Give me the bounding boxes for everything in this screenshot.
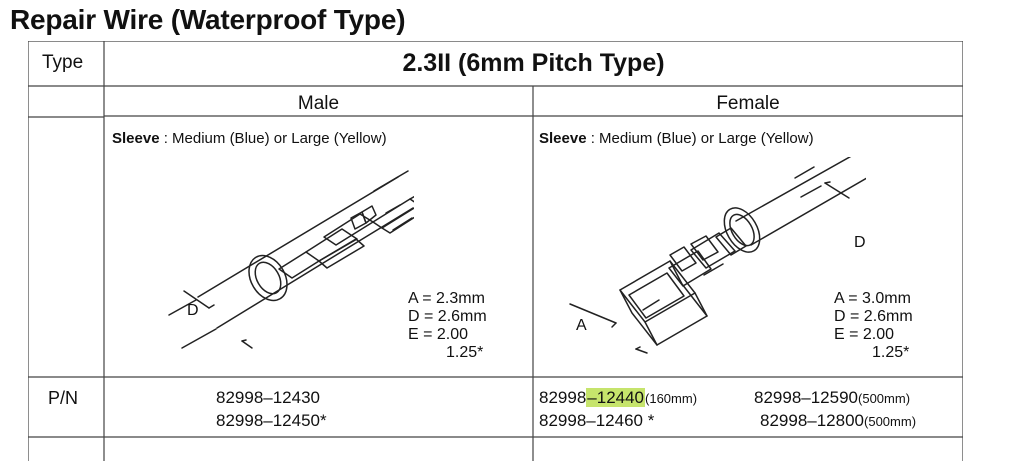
male-bottom-arrow-leader: [241, 340, 253, 349]
female-upper-wire-detail: [794, 166, 815, 179]
male-barrel-body: [305, 228, 358, 262]
female-bottom-arrow-head: [635, 346, 641, 350]
female-part-number-4: 82998–12800(500mm): [760, 411, 916, 431]
female-wire-outline-top: [735, 157, 852, 222]
female-bottom-arrow-leader: [635, 348, 648, 354]
male-d-dimension-leader: [183, 290, 210, 309]
female-sleeve-key: Sleeve: [539, 130, 587, 147]
female-part-number-3: 82998–12590(500mm): [754, 388, 910, 408]
male-sleeve-text: : Medium (Blue) or Large (Yellow): [159, 130, 387, 147]
male-spec-d: D = 2.6mm: [408, 308, 487, 325]
female-lower-wire-detail: [800, 185, 822, 198]
female-callout-d: D: [854, 234, 866, 251]
female-seal-ring-inner: [729, 213, 755, 247]
female-part-number-3-length: (500mm): [858, 391, 911, 406]
female-box-right-edge: [669, 260, 708, 317]
female-part-number-3-main: 82998–12590: [754, 388, 859, 407]
female-box-front-detail: [642, 299, 660, 311]
female-box-side-detail: [703, 263, 724, 276]
male-pin-lower-face: [381, 216, 414, 234]
male-sleeve-key: Sleeve: [112, 130, 160, 147]
male-upper-lead-line: [373, 170, 409, 192]
male-crimp-tab-right: [361, 205, 377, 224]
female-sleeve-note: Sleeve : Medium (Blue) or Large (Yellow): [539, 130, 814, 147]
female-column-heading: Female: [716, 93, 780, 114]
male-crimp-tab-left: [350, 211, 367, 230]
male-part-number-1: 82998–12430: [216, 388, 321, 407]
male-wire-outline-bottom: [216, 207, 414, 329]
table-grid: [28, 41, 963, 461]
male-spec-e-alt: 1.25*: [446, 344, 484, 361]
female-spec-d: D = 2.6mm: [834, 308, 913, 325]
female-seal-ring-outer: [723, 207, 761, 253]
male-crimp-bottom: [318, 238, 365, 269]
section-title: 2.3II (6mm Pitch Type): [402, 49, 665, 77]
female-spec-e: E = 2.00: [834, 326, 895, 343]
male-pin-detail: [385, 204, 401, 214]
female-box-lower: [644, 292, 708, 346]
male-wire-outline-top: [197, 176, 399, 298]
male-bottom-arrow-head: [241, 339, 247, 342]
female-spec-a: A = 3.0mm: [834, 290, 911, 307]
male-sleeve-note: Sleeve : Medium (Blue) or Large (Yellow): [112, 130, 387, 147]
female-wire-outline-bottom: [750, 177, 866, 246]
male-callout-d: D: [187, 302, 199, 319]
male-pin-tip-top: [409, 195, 414, 200]
male-crimp-top: [323, 213, 374, 246]
female-spec-list: A = 3.0mm D = 2.6mm E = 2.00 1.25*: [834, 290, 913, 362]
male-part-number-2: 82998–12450*: [216, 411, 327, 430]
female-part-number-1-highlight: –12440: [586, 388, 646, 407]
female-part-number-2: 82998–12460 *: [539, 411, 655, 430]
male-spec-e: E = 2.00: [408, 326, 469, 343]
female-crimp-lower: [668, 250, 712, 287]
female-spec-e-alt: 1.25*: [872, 344, 910, 361]
female-crimp-section: [690, 232, 736, 269]
female-a-dimension-leader: [569, 303, 617, 324]
male-wire-tail-bottom: [181, 328, 217, 349]
female-part-number-4-length: (500mm): [864, 414, 917, 429]
part-number-label: P/N: [48, 388, 79, 408]
female-callout-a: A: [576, 317, 587, 334]
female-seal-sleeve: [715, 227, 747, 256]
female-a-dimension-arrow: [611, 322, 617, 328]
female-part-number-1: 82998–12440(160mm): [539, 388, 697, 408]
male-d-dimension-arrow: [208, 304, 215, 309]
female-crimp-tab-left: [669, 246, 697, 272]
female-part-number-1-length: (160mm): [645, 391, 698, 406]
female-sleeve-text: : Medium (Blue) or Large (Yellow): [586, 130, 814, 147]
male-column-heading: Male: [297, 93, 340, 114]
female-d-dimension-arrow: [824, 181, 831, 184]
page-title: Repair Wire (Waterproof Type): [10, 4, 406, 35]
female-crimp-tab-right: [690, 235, 719, 261]
male-pin-body: [372, 198, 414, 229]
female-box-left-edge: [619, 289, 658, 346]
female-box-inner: [628, 272, 685, 319]
male-spec-list: A = 2.3mm D = 2.6mm E = 2.00 1.25*: [408, 290, 487, 362]
female-d-dimension-leader: [824, 182, 850, 199]
type-header: Type: [42, 52, 84, 73]
female-part-number-1-prefix: 82998: [539, 388, 587, 407]
male-wire-tail-top: [168, 299, 197, 316]
repair-wire-table: Type 2.3II (6mm Pitch Type) Male Female …: [28, 41, 963, 461]
male-seal-ring-outer: [248, 254, 288, 302]
male-lower-lead-line: [392, 217, 413, 231]
male-seal-ring-inner: [254, 261, 282, 295]
female-part-number-4-main: 82998–12800: [760, 411, 865, 430]
female-terminal-diagram: A D: [569, 157, 866, 354]
male-spec-a: A = 2.3mm: [408, 290, 485, 307]
male-terminal-diagram: D A: [168, 170, 414, 349]
